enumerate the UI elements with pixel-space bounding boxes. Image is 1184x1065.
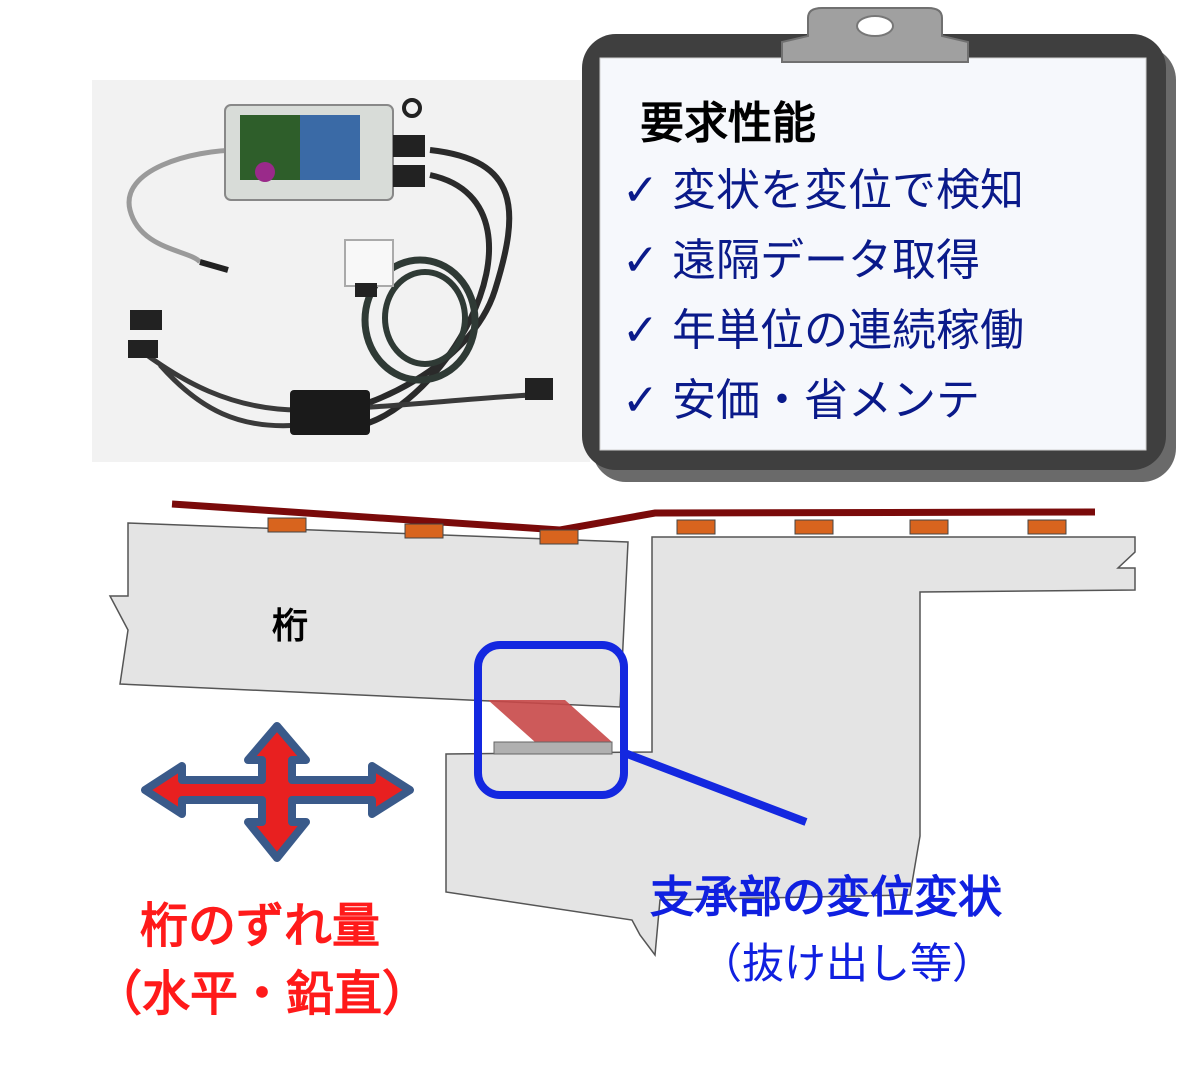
requirement-item: 変状を変位で検知	[672, 165, 1024, 216]
bearing-highlight-box	[474, 641, 628, 799]
leader-line	[620, 748, 808, 826]
check-icon: ✓	[622, 165, 659, 216]
girder-label: 桁	[272, 606, 308, 647]
check-icon: ✓	[622, 375, 659, 426]
bearing-label: 支承部の変位変状	[650, 872, 1003, 923]
requirement-item: 年単位の連続稼働	[672, 305, 1024, 356]
rail	[171, 500, 1096, 534]
bearing-base	[493, 741, 613, 755]
girder	[108, 522, 629, 708]
four-way-arrow-icon	[141, 722, 414, 862]
bearing-sub-label: （抜け出し等）	[700, 939, 994, 988]
sensor-device-photo	[92, 80, 590, 462]
check-icon: ✓	[622, 305, 659, 356]
check-icon: ✓	[622, 235, 659, 286]
requirements-title: 要求性能	[640, 98, 816, 149]
abutment	[445, 536, 1136, 958]
requirement-item: 遠隔データ取得	[672, 235, 980, 286]
girder-shift-sub-label: （水平・鉛直）	[94, 966, 430, 1022]
pads	[267, 517, 1067, 545]
bearing-plate	[488, 700, 612, 742]
requirements-list: ✓ 変状を変位で検知 ✓ 遠隔データ取得 ✓ 年単位の連続稼働 ✓ 安価・省メン…	[622, 165, 1024, 426]
requirement-item: 安価・省メンテ	[672, 375, 980, 426]
clipboard-icon	[582, 7, 1176, 482]
girder-shift-label: 桁のずれ量	[140, 898, 380, 954]
